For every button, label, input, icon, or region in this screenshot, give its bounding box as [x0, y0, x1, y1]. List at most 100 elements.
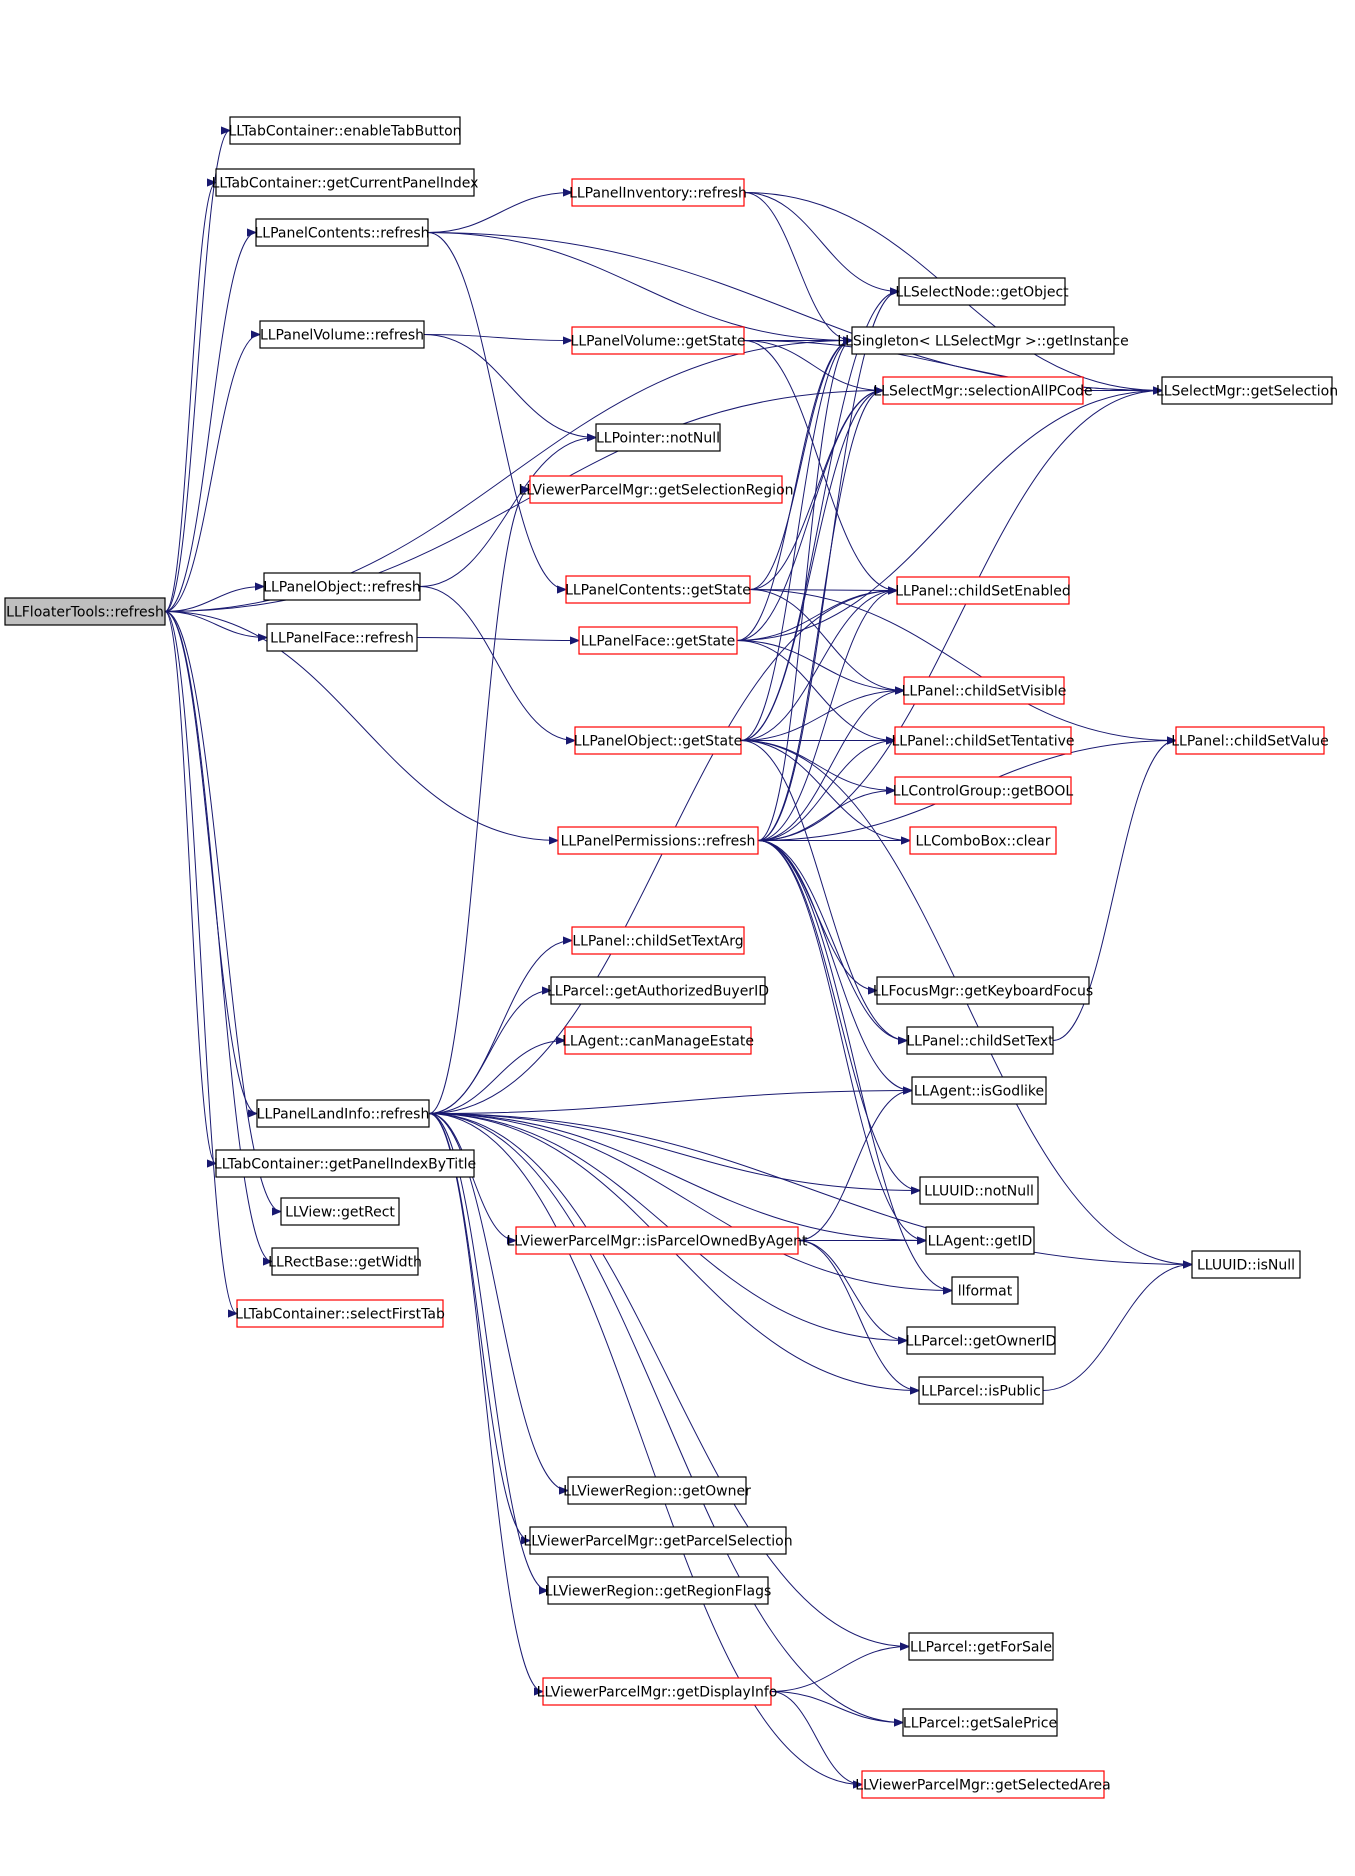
- node-box[interactable]: [898, 277, 1066, 306]
- node-r8[interactable]: LLComboBox::clear: [909, 826, 1057, 855]
- node-r13[interactable]: LLAgent::getID: [925, 1226, 1035, 1255]
- node-box[interactable]: [280, 1197, 400, 1226]
- node-m5[interactable]: LLPanelContents::getState: [565, 575, 751, 604]
- node-box[interactable]: [229, 116, 461, 145]
- node-box[interactable]: [896, 576, 1070, 605]
- node-n3[interactable]: LLPanelContents::refresh: [255, 218, 430, 247]
- node-n6[interactable]: LLPanelFace::refresh: [266, 623, 418, 652]
- node-m11[interactable]: LLAgent::canManageEstate: [562, 1026, 754, 1055]
- node-m4[interactable]: LLViewerParcelMgr::getSelectionRegion: [518, 475, 794, 504]
- node-f3[interactable]: LLUUID::isNull: [1191, 1250, 1301, 1279]
- node-box[interactable]: [908, 1632, 1054, 1661]
- node-box[interactable]: [215, 168, 475, 197]
- node-box[interactable]: [515, 1226, 799, 1255]
- node-r3[interactable]: LLSelectMgr::selectionAllPCode: [873, 376, 1093, 405]
- node-box[interactable]: [1161, 376, 1333, 405]
- node-box[interactable]: [861, 1770, 1105, 1799]
- node-r11[interactable]: LLAgent::isGodlike: [911, 1076, 1047, 1105]
- node-box[interactable]: [263, 572, 421, 601]
- node-m6[interactable]: LLPanelFace::getState: [578, 626, 738, 655]
- node-box[interactable]: [851, 326, 1115, 355]
- node-box[interactable]: [571, 926, 745, 955]
- node-box[interactable]: [1191, 1250, 1301, 1279]
- node-r2[interactable]: LLSingleton< LLSelectMgr >::getInstance: [837, 326, 1129, 355]
- node-n9[interactable]: LLView::getRect: [280, 1197, 400, 1226]
- node-box[interactable]: [571, 178, 745, 207]
- node-m12[interactable]: LLViewerParcelMgr::isParcelOwnedByAgent: [507, 1226, 809, 1255]
- node-box[interactable]: [266, 623, 418, 652]
- node-box[interactable]: [542, 1677, 772, 1706]
- node-box[interactable]: [1175, 726, 1325, 755]
- node-box[interactable]: [547, 1576, 769, 1605]
- node-box[interactable]: [876, 976, 1090, 1005]
- node-r15[interactable]: LLParcel::getOwnerID: [906, 1326, 1057, 1355]
- node-box[interactable]: [529, 475, 783, 504]
- node-box[interactable]: [595, 423, 721, 452]
- node-m1[interactable]: LLPanelInventory::refresh: [569, 178, 747, 207]
- node-r12[interactable]: LLUUID::notNull: [919, 1176, 1039, 1205]
- node-r9[interactable]: LLFocusMgr::getKeyboardFocus: [873, 976, 1093, 1005]
- node-box[interactable]: [951, 1276, 1019, 1305]
- node-m9[interactable]: LLPanel::childSetTextArg: [571, 926, 745, 955]
- node-f1[interactable]: LLSelectMgr::getSelection: [1156, 376, 1338, 405]
- node-r17[interactable]: LLParcel::getForSale: [908, 1632, 1054, 1661]
- node-box[interactable]: [574, 726, 742, 755]
- node-box[interactable]: [918, 1376, 1044, 1405]
- node-f2[interactable]: LLPanel::childSetValue: [1171, 726, 1329, 755]
- node-box[interactable]: [906, 1026, 1054, 1055]
- node-r1[interactable]: LLSelectNode::getObject: [895, 277, 1069, 306]
- node-m16[interactable]: LLViewerParcelMgr::getDisplayInfo: [537, 1677, 778, 1706]
- node-n11[interactable]: LLTabContainer::selectFirstTab: [235, 1299, 445, 1328]
- node-r14[interactable]: llformat: [951, 1276, 1019, 1305]
- node-m2[interactable]: LLPanelVolume::getState: [571, 326, 746, 355]
- node-box[interactable]: [894, 776, 1072, 805]
- node-box[interactable]: [909, 826, 1057, 855]
- node-box[interactable]: [215, 1149, 475, 1178]
- node-box[interactable]: [529, 1526, 787, 1555]
- node-box[interactable]: [236, 1299, 444, 1328]
- node-box[interactable]: [271, 1247, 419, 1276]
- node-box[interactable]: [911, 1076, 1047, 1105]
- node-m14[interactable]: LLViewerParcelMgr::getParcelSelection: [523, 1526, 793, 1555]
- node-r5[interactable]: LLPanel::childSetVisible: [902, 676, 1067, 705]
- node-box[interactable]: [255, 218, 429, 247]
- node-box[interactable]: [919, 1176, 1039, 1205]
- node-box[interactable]: [882, 376, 1084, 405]
- node-m13[interactable]: LLViewerRegion::getOwner: [563, 1476, 751, 1505]
- node-n10[interactable]: LLRectBase::getWidth: [268, 1247, 422, 1276]
- node-n4[interactable]: LLPanelVolume::refresh: [259, 320, 425, 349]
- node-r10[interactable]: LLPanel::childSetText: [906, 1026, 1054, 1055]
- node-n7[interactable]: LLPanelLandInfo::refresh: [256, 1099, 430, 1128]
- node-box[interactable]: [567, 1476, 747, 1505]
- node-box[interactable]: [894, 726, 1072, 755]
- node-r19[interactable]: LLViewerParcelMgr::getSelectedArea: [855, 1770, 1111, 1799]
- node-m8[interactable]: LLPanelPermissions::refresh: [557, 826, 759, 855]
- node-n2[interactable]: LLTabContainer::getCurrentPanelIndex: [212, 168, 479, 197]
- node-box[interactable]: [259, 320, 425, 349]
- node-n8[interactable]: LLTabContainer::getPanelIndexByTitle: [214, 1149, 476, 1178]
- node-box[interactable]: [903, 676, 1065, 705]
- node-n1[interactable]: LLTabContainer::enableTabButton: [228, 116, 462, 145]
- node-box[interactable]: [564, 1026, 752, 1055]
- node-r4[interactable]: LLPanel::childSetEnabled: [895, 576, 1071, 605]
- node-box[interactable]: [906, 1326, 1056, 1355]
- node-box[interactable]: [557, 826, 759, 855]
- node-box[interactable]: [550, 976, 766, 1005]
- node-r7[interactable]: LLControlGroup::getBOOL: [893, 776, 1074, 805]
- node-box[interactable]: [256, 1099, 430, 1128]
- node-root[interactable]: LLFloaterTools::refresh: [4, 597, 166, 626]
- node-box[interactable]: [578, 626, 738, 655]
- node-m3[interactable]: LLPointer::notNull: [595, 423, 721, 452]
- node-box[interactable]: [925, 1226, 1035, 1255]
- node-box[interactable]: [571, 326, 745, 355]
- node-m7[interactable]: LLPanelObject::getState: [574, 726, 742, 755]
- node-r18[interactable]: LLParcel::getSalePrice: [902, 1708, 1058, 1737]
- node-box[interactable]: [4, 597, 166, 626]
- node-r16[interactable]: LLParcel::isPublic: [918, 1376, 1044, 1405]
- node-box[interactable]: [565, 575, 751, 604]
- node-r6[interactable]: LLPanel::childSetTentative: [891, 726, 1075, 755]
- node-box[interactable]: [902, 1708, 1058, 1737]
- node-m15[interactable]: LLViewerRegion::getRegionFlags: [545, 1576, 772, 1605]
- node-n5[interactable]: LLPanelObject::refresh: [263, 572, 421, 601]
- node-m10[interactable]: LLParcel::getAuthorizedBuyerID: [547, 976, 769, 1005]
